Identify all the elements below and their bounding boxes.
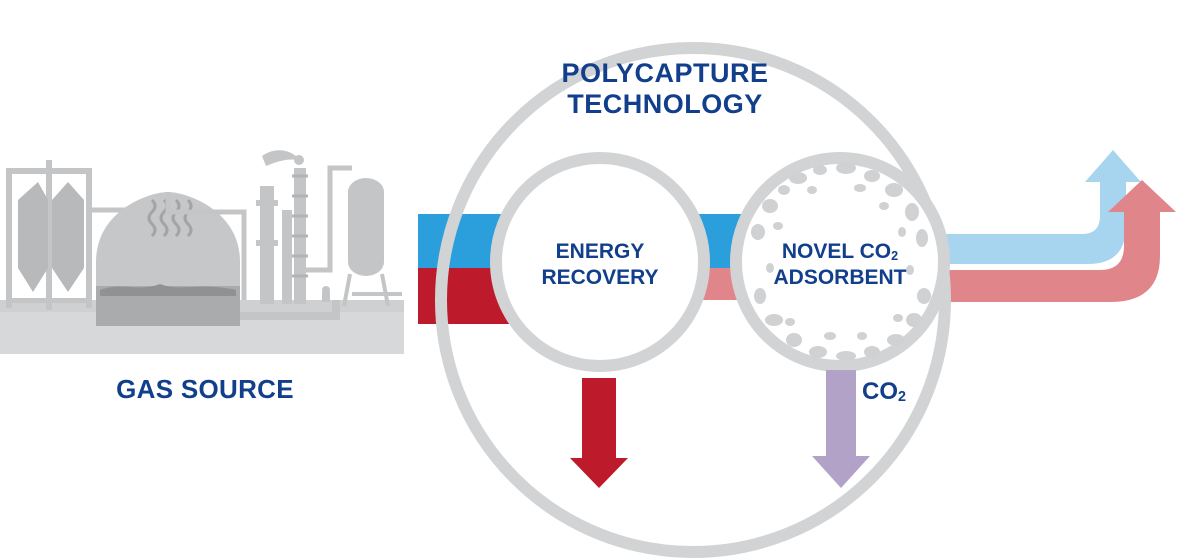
- energy-recovery-circle: [490, 152, 710, 372]
- plant-pipe: [300, 165, 352, 273]
- title-line-1: POLYCAPTURE: [561, 58, 769, 88]
- flare-stack-icon: [262, 150, 304, 166]
- diagram-title: POLYCAPTURE TECHNOLOGY: [520, 58, 810, 120]
- silo-pair-icon: [6, 160, 92, 310]
- distillation-column-icon: [256, 168, 308, 304]
- co2-output-text: CO: [862, 378, 898, 405]
- valve-icon: [322, 286, 330, 302]
- storage-tank-icon: [342, 178, 402, 307]
- heat-waves-icon: [147, 198, 193, 238]
- novel-co2-subscript: 2: [891, 248, 899, 263]
- novel-adsorbent-line-2: ADSORBENT: [773, 266, 907, 289]
- novel-adsorbent-line-1: NOVEL CO2: [740, 239, 940, 265]
- plant-pipe: [165, 192, 247, 300]
- novel-co-text: NOVEL CO: [781, 240, 892, 263]
- digester-dome-icon: [96, 192, 240, 326]
- novel-adsorbent-label: NOVEL CO2 ADSORBENT: [740, 239, 940, 291]
- co2-output-arrow: [812, 370, 870, 488]
- polycapture-ring: [435, 42, 951, 558]
- energy-output-arrow: [570, 378, 628, 488]
- light-blue-stream-out: [930, 150, 1141, 264]
- gas-source-plant-illustration: [0, 150, 404, 354]
- energy-recovery-line-2: RECOVERY: [541, 266, 659, 289]
- adsorbent-particles-icon: [751, 162, 931, 361]
- pink-stream-out: [920, 180, 1176, 302]
- energy-recovery-label: ENERGY RECOVERY: [500, 239, 700, 291]
- title-line-2: TECHNOLOGY: [567, 89, 763, 119]
- energy-recovery-line-1: ENERGY: [555, 240, 645, 263]
- novel-adsorbent-circle: [730, 152, 950, 372]
- co2-output-subscript: 2: [898, 389, 907, 406]
- plant-pipe: [240, 300, 340, 320]
- co2-output-label: CO2: [862, 378, 942, 406]
- gas-source-label: GAS SOURCE: [116, 374, 294, 404]
